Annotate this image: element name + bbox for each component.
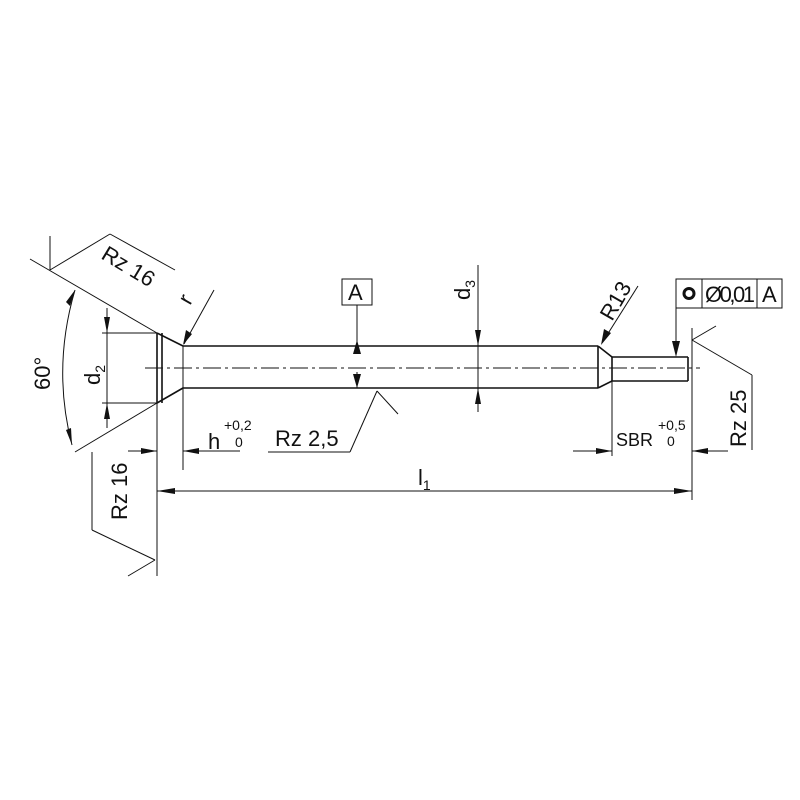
d2-label: d: [80, 373, 105, 385]
sbr-dimension: SBR +0,5 0: [573, 381, 728, 456]
tolerance-value: Ø0,01: [705, 282, 755, 307]
roughness-tip-label: Rz 25: [726, 390, 751, 447]
h-dimension: h +0,2 0: [128, 417, 252, 454]
roughness-head-cone-label: Rz 16: [97, 241, 159, 292]
sbr-label: SBR: [616, 430, 653, 450]
d3-subscript: 3: [462, 280, 478, 288]
geometric-tolerance-frame: Ø0,01 A: [672, 278, 783, 357]
l1-dimension: l1: [157, 465, 692, 494]
datum-label: A: [348, 280, 363, 305]
radius-label: r: [173, 290, 198, 309]
roughness-symbol-head-face: Rz 16: [91, 403, 158, 577]
roughness-symbol-shaft: Rz 2,5: [268, 390, 399, 453]
angle-label: 60°: [30, 357, 55, 390]
r13-callout: R13: [595, 277, 639, 345]
d2-subscript: 2: [92, 365, 108, 373]
h-tol-lower: 0: [235, 434, 243, 450]
l1-label: l: [418, 465, 423, 490]
svg-text:d2: d2: [80, 365, 108, 385]
part-outline: [145, 332, 700, 470]
sbr-tol-lower: 0: [667, 433, 675, 449]
radius-r-callout: r: [173, 290, 215, 345]
h-tol-upper: +0,2: [224, 417, 252, 433]
h-label: h: [208, 429, 220, 454]
tolerance-datum: A: [762, 282, 777, 307]
d3-dimension: d3: [450, 265, 481, 412]
svg-text:d3: d3: [450, 280, 478, 300]
angle-dimension: 60°: [29, 258, 158, 453]
roughness-head-face-label: Rz 16: [107, 463, 132, 520]
svg-text:l1: l1: [418, 465, 431, 493]
d3-label: d: [450, 288, 475, 300]
roughness-symbol-head-cone: Rz 16: [49, 233, 176, 292]
l1-subscript: 1: [423, 477, 431, 493]
concentricity-icon: [682, 287, 696, 300]
roughness-symbol-tip: Rz 25: [691, 325, 753, 500]
datum-a: A: [341, 278, 373, 388]
r13-label: R13: [595, 277, 637, 324]
d2-dimension: d2: [80, 308, 157, 428]
sbr-tol-upper: +0,5: [658, 417, 686, 433]
roughness-shaft-label: Rz 2,5: [275, 426, 339, 451]
